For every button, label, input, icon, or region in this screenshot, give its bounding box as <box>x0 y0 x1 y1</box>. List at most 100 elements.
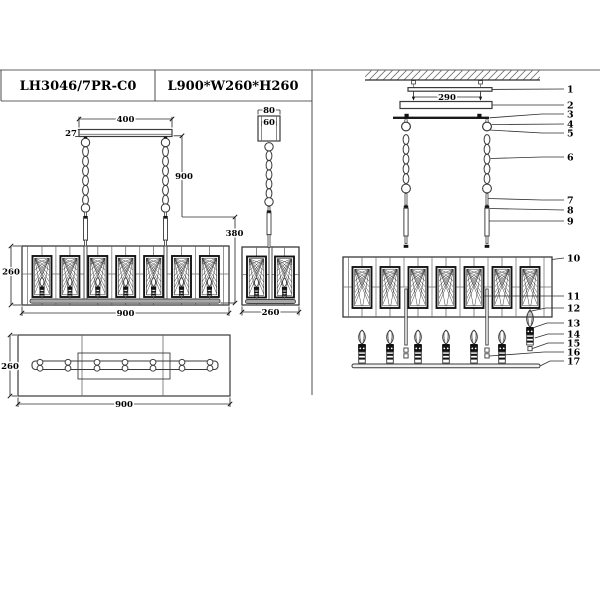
lamp-position <box>149 358 157 366</box>
socket <box>358 344 366 352</box>
fan-line <box>390 269 398 306</box>
chain-ball <box>80 137 91 148</box>
fan-line <box>438 269 454 305</box>
fan-line <box>276 258 293 289</box>
shade <box>246 255 267 300</box>
candle-base <box>358 351 366 364</box>
shade <box>519 266 541 309</box>
rod-stem <box>485 235 489 244</box>
crystal-shades <box>31 246 220 305</box>
fan-line <box>494 269 510 293</box>
socket-dot <box>362 347 365 350</box>
fan-line <box>502 269 510 306</box>
fan-line <box>494 269 510 282</box>
candle-base <box>470 351 478 364</box>
rod-sleeve <box>266 212 272 236</box>
lamp-position <box>36 364 44 372</box>
fan-line <box>146 258 162 271</box>
fan-line <box>118 258 134 282</box>
plan-inner-frame <box>77 352 171 380</box>
hatch-line <box>375 70 387 81</box>
socket <box>498 344 506 352</box>
shade-inner <box>354 268 370 307</box>
shade <box>274 255 295 300</box>
filament <box>502 332 505 342</box>
hatch-line <box>417 70 429 81</box>
canopy-side <box>257 115 281 142</box>
fan-line <box>466 269 482 305</box>
fan-line <box>248 258 265 283</box>
bottom-arm <box>29 298 221 304</box>
rod-end-cap <box>403 244 409 248</box>
fan-line <box>418 269 426 306</box>
hatch-line <box>459 70 471 81</box>
chains-part6 <box>401 134 492 194</box>
dim-60: 60 <box>261 116 277 129</box>
callout-1: 1 <box>491 84 574 95</box>
fan-line <box>201 258 217 282</box>
fan-line <box>354 269 370 305</box>
hatch-line <box>529 70 540 81</box>
fan-line <box>173 258 190 282</box>
fan-line <box>354 269 362 306</box>
shade <box>143 255 165 300</box>
bar-nut-right <box>477 113 482 118</box>
filament <box>471 332 474 342</box>
socket-dot <box>499 347 502 350</box>
shade <box>435 266 457 309</box>
callout-4: 4 <box>491 119 574 130</box>
fan-line <box>34 258 50 288</box>
fan-line <box>249 258 264 271</box>
fan-line <box>410 269 426 293</box>
lamp-position <box>121 358 129 366</box>
crystal-shades-part11 <box>351 257 541 317</box>
fan-line <box>118 258 134 288</box>
hatch-line <box>515 70 527 81</box>
part-number: 1 <box>567 84 574 95</box>
dim-80: 80 <box>257 105 281 118</box>
socket-dot <box>474 347 477 350</box>
fan-line <box>90 258 106 288</box>
hatch-line <box>438 70 450 81</box>
socket <box>281 287 288 291</box>
part-number: 4 <box>567 119 574 130</box>
fan-line <box>201 258 217 271</box>
svg-text:80: 80 <box>263 106 275 116</box>
socket <box>151 286 157 290</box>
rod-collar <box>83 216 88 219</box>
callout-leader <box>551 257 565 260</box>
filament <box>415 332 418 342</box>
shade <box>87 255 109 300</box>
callout-leader <box>531 307 564 312</box>
side-view: 80 60 260 <box>239 105 302 320</box>
base-band <box>95 293 100 296</box>
shade <box>463 266 485 309</box>
hatch-line <box>403 70 415 81</box>
base-band <box>526 336 534 339</box>
fan-line <box>248 258 265 289</box>
dim-900-plan: 900 <box>15 397 233 412</box>
hatch-line <box>501 70 513 81</box>
hatch-line <box>480 70 492 81</box>
hatch-line <box>389 70 401 81</box>
size-spec: L900*W260*H260 <box>167 79 298 94</box>
hanger-rings-part4 <box>401 119 493 132</box>
part-number: 16 <box>567 347 581 358</box>
fan-line <box>466 269 482 282</box>
lamp-position <box>121 364 129 372</box>
callout-6: 6 <box>490 152 574 163</box>
chain-ball <box>160 203 171 213</box>
rod-sleeve <box>83 217 88 241</box>
bar-nut-left <box>404 113 409 118</box>
socket <box>39 286 45 290</box>
fan-line <box>276 258 293 283</box>
base-band <box>254 291 259 294</box>
fan-line <box>354 269 370 282</box>
through-rod-left <box>404 288 408 346</box>
rod-sleeve <box>403 207 409 237</box>
filament <box>387 332 390 342</box>
callout-9: 9 <box>489 216 574 227</box>
base-band <box>207 291 212 293</box>
shade-inner <box>466 268 482 307</box>
